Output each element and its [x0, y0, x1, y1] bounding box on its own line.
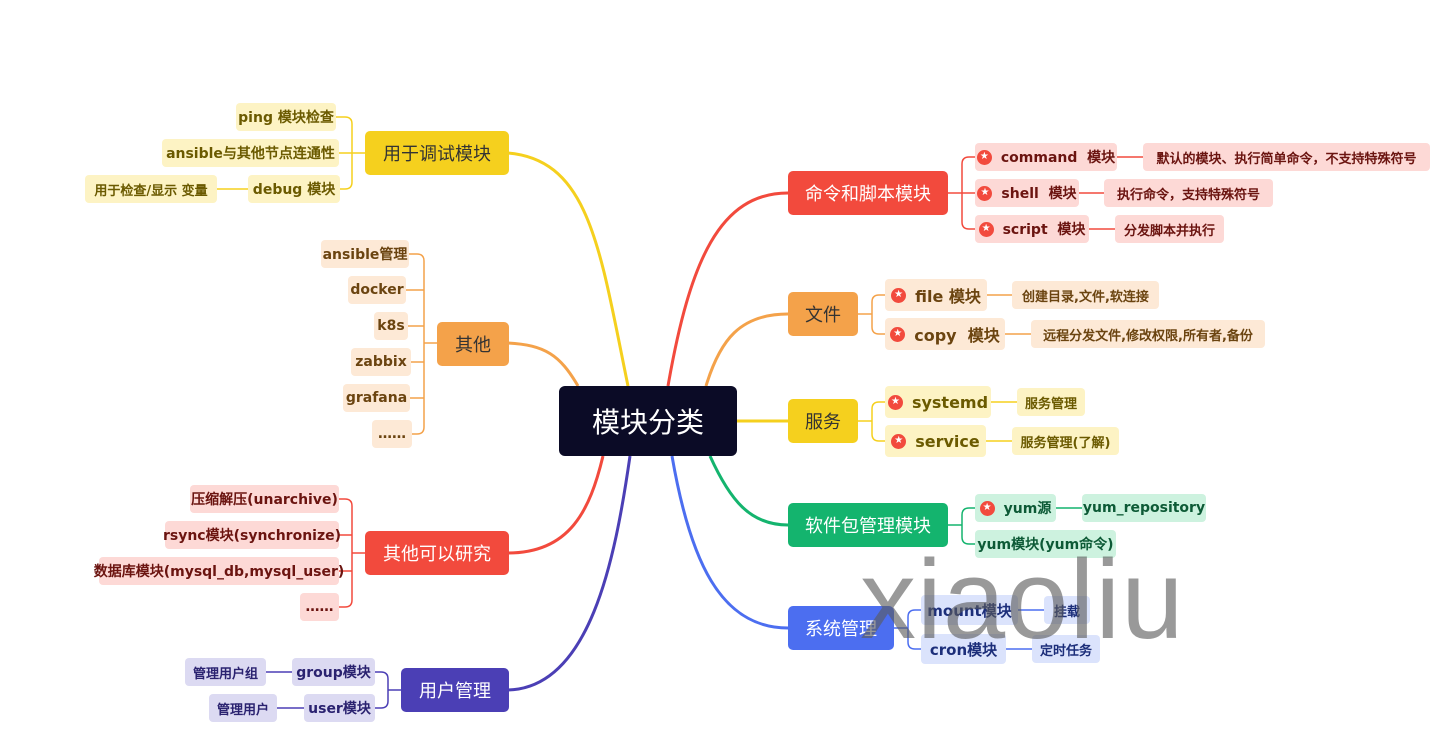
research-item[interactable]: rsync模块(synchronize)	[163, 521, 341, 549]
branch-sys[interactable]: 系统管理	[788, 606, 894, 650]
copy-module-note: 远程分发文件,修改权限,所有者,备份	[1031, 320, 1265, 348]
file-module[interactable]: ★ file 模块	[885, 279, 987, 311]
branch-other[interactable]: 其他	[437, 322, 509, 366]
branch-user[interactable]: 用户管理	[401, 668, 509, 712]
research-item[interactable]: 压缩解压(unarchive)	[190, 485, 339, 513]
star-icon: ★	[976, 149, 992, 165]
copy-module-label: copy 模块	[914, 326, 1000, 345]
mount-note: 挂载	[1044, 596, 1090, 624]
other-item[interactable]: docker	[348, 276, 406, 304]
branch-cmd[interactable]: 命令和脚本模块	[788, 171, 948, 215]
other-item[interactable]: zabbix	[351, 348, 411, 376]
other-item[interactable]: k8s	[374, 312, 408, 340]
service-module[interactable]: ★ service	[885, 425, 986, 457]
service-note: 服务管理(了解)	[1012, 427, 1119, 455]
user-group-note: 管理用户组	[185, 658, 266, 686]
user-module-note: 管理用户	[209, 694, 277, 722]
cmd-shell-note: 执行命令，支持特殊符号	[1104, 179, 1273, 207]
debug-ping[interactable]: ping 模块检查	[236, 103, 336, 131]
star-icon: ★	[977, 185, 993, 201]
other-item[interactable]: ……	[372, 420, 412, 448]
debug-module-note: 用于检查/显示 变量	[85, 175, 217, 203]
star-icon: ★	[891, 287, 907, 303]
cmd-shell[interactable]: ★ shell 模块	[975, 179, 1079, 207]
yum-repo-note: yum_repository	[1082, 494, 1206, 522]
user-module[interactable]: user模块	[304, 694, 375, 722]
yum-repo-module[interactable]: ★ yum源	[975, 494, 1056, 522]
branch-research[interactable]: 其他可以研究	[365, 531, 509, 575]
copy-module[interactable]: ★ copy 模块	[885, 318, 1005, 350]
systemd-module-label: systemd	[911, 392, 989, 412]
cmd-script[interactable]: ★ script 模块	[975, 215, 1089, 243]
cmd-command[interactable]: ★ command 模块	[975, 143, 1117, 171]
systemd-module[interactable]: ★ systemd	[885, 386, 991, 418]
cron-note: 定时任务	[1032, 635, 1100, 663]
root-node[interactable]: 模块分类	[559, 386, 737, 456]
branch-service[interactable]: 服务	[788, 399, 858, 443]
cmd-shell-label: shell 模块	[1001, 186, 1077, 202]
branch-file[interactable]: 文件	[788, 292, 858, 336]
cmd-command-label: command 模块	[1000, 150, 1116, 166]
service-module-label: service	[915, 431, 980, 451]
research-item[interactable]: 数据库模块(mysql_db,mysql_user)	[94, 557, 344, 585]
file-module-label: file 模块	[915, 287, 981, 306]
star-icon: ★	[979, 500, 995, 516]
star-icon: ★	[978, 221, 994, 237]
branch-pkg[interactable]: 软件包管理模块	[788, 503, 948, 547]
mount-module[interactable]: mount模块	[921, 595, 1018, 625]
branch-debug[interactable]: 用于调试模块	[365, 131, 509, 175]
yum-repo-label: yum源	[1003, 501, 1052, 517]
star-icon: ★	[887, 394, 903, 410]
file-module-note: 创建目录,文件,软连接	[1012, 281, 1159, 309]
other-item[interactable]: ansible管理	[321, 240, 409, 268]
cmd-script-label: script 模块	[1002, 222, 1086, 238]
systemd-note: 服务管理	[1017, 388, 1085, 416]
cmd-command-note: 默认的模块、执行简单命令，不支持特殊符号	[1143, 143, 1430, 171]
user-group-module[interactable]: group模块	[292, 658, 375, 686]
research-item[interactable]: ……	[300, 593, 339, 621]
other-item[interactable]: grafana	[343, 384, 410, 412]
debug-module[interactable]: debug 模块	[248, 175, 340, 203]
debug-connectivity[interactable]: ansible与其他节点连通性	[162, 139, 339, 167]
star-icon: ★	[891, 433, 907, 449]
yum-module[interactable]: yum模块(yum命令)	[975, 530, 1116, 558]
star-icon: ★	[890, 326, 906, 342]
cron-module[interactable]: cron模块	[921, 634, 1006, 664]
cmd-script-note: 分发脚本并执行	[1115, 215, 1224, 243]
